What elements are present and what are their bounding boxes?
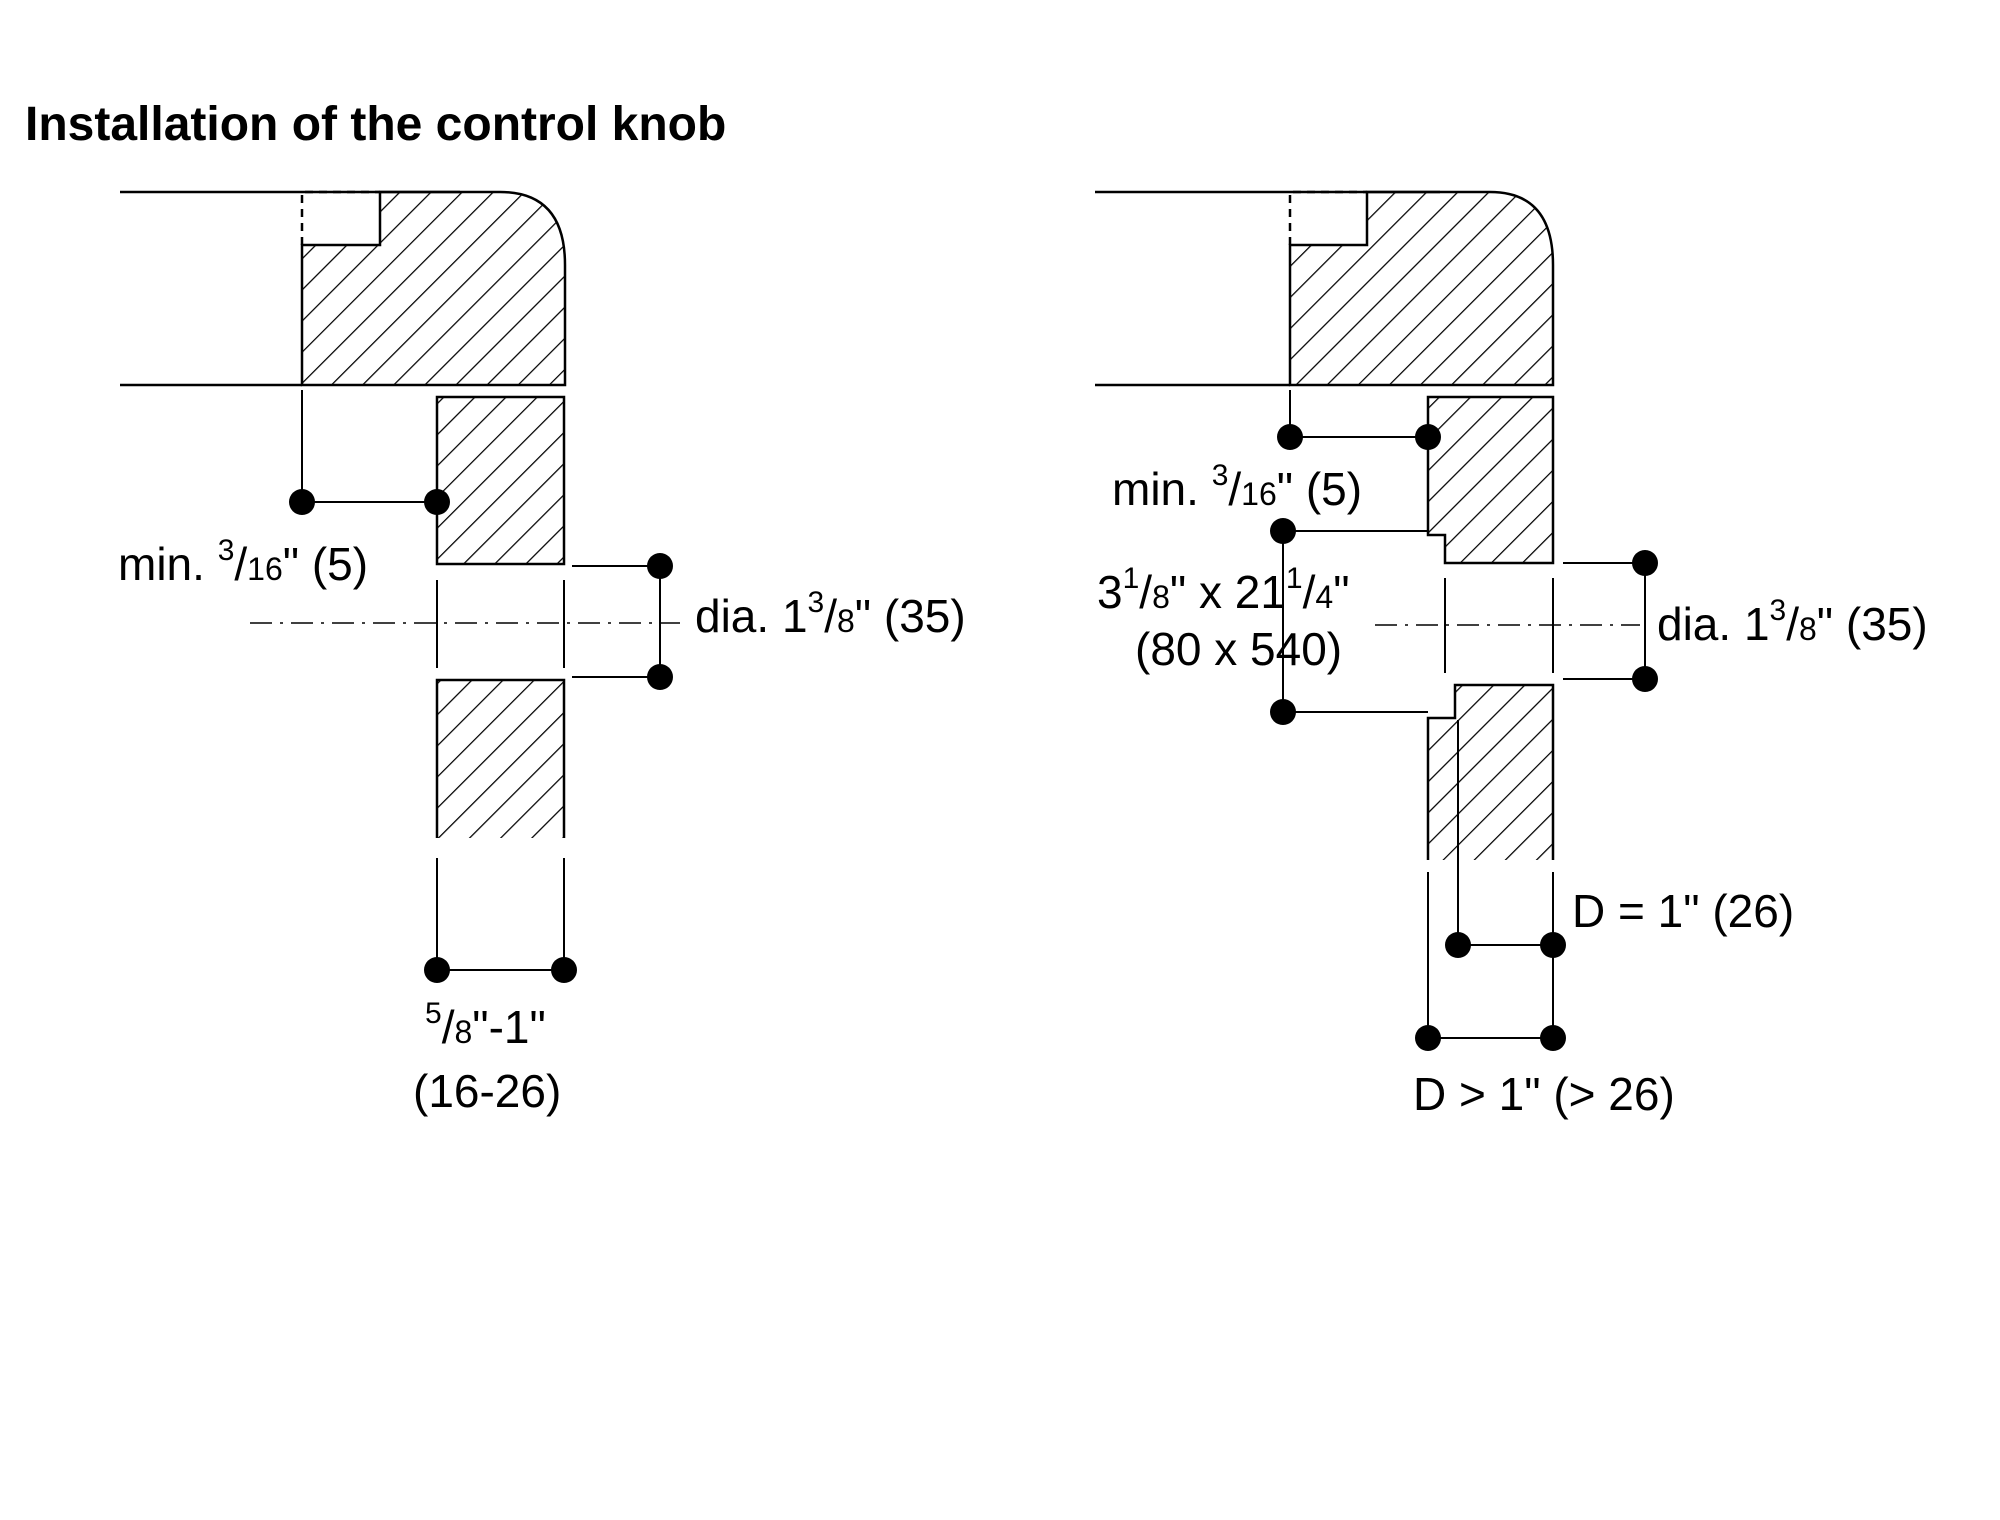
dim-dot — [1445, 932, 1471, 958]
min-clearance-label: min. 3/16" (5) — [1112, 459, 1362, 515]
dim-dot — [1415, 1025, 1441, 1051]
dim-dot — [424, 957, 450, 983]
frame-block — [1288, 190, 1555, 387]
front-panel-lower-outline — [1426, 683, 1555, 860]
dim-dot — [1277, 424, 1303, 450]
dim-dot — [1270, 518, 1296, 544]
dim-dot — [1270, 699, 1296, 725]
d-greater-label: D > 1" (> 26) — [1413, 1068, 1675, 1120]
dim-dot — [424, 489, 450, 515]
recess-dashed-outline — [300, 190, 380, 245]
right-figure: min. 3/16" (5) 31/8" x 211/4" (80 x 540)… — [1095, 190, 1928, 1120]
thickness-label-line2: (16-26) — [413, 1065, 561, 1117]
d-equal-label: D = 1" (26) — [1572, 885, 1794, 937]
diameter-label: dia. 13/8" (35) — [695, 586, 966, 642]
dim-dot — [1632, 666, 1658, 692]
left-figure: min. 3/16" (5) dia. 13/8" (35) 5/8"-1" (… — [118, 190, 966, 1117]
thickness-label-line1: 5/8"-1" — [425, 997, 546, 1053]
page-title: Installation of the control knob — [25, 98, 726, 151]
dim-dot — [1415, 424, 1441, 450]
dim-dot — [289, 489, 315, 515]
dim-dot — [551, 957, 577, 983]
front-panel-lower — [437, 680, 564, 838]
frame-block — [300, 190, 567, 387]
cutout-label-line2: (80 x 540) — [1135, 623, 1342, 675]
front-panel-lower — [1428, 685, 1553, 860]
recess-dashed-outline — [1288, 190, 1367, 245]
dim-dot — [647, 664, 673, 690]
cutout-label-line1: 31/8" x 211/4" — [1097, 562, 1350, 618]
front-panel-upper — [435, 395, 566, 566]
min-clearance-label: min. 3/16" (5) — [118, 534, 368, 590]
dim-dot — [1540, 1025, 1566, 1051]
front-panel-upper — [1426, 395, 1555, 565]
dim-dot — [647, 553, 673, 579]
diameter-label: dia. 13/8" (35) — [1657, 594, 1928, 650]
dim-dot — [1632, 550, 1658, 576]
front-panel-lower-outline — [435, 678, 566, 838]
dim-dot — [1540, 932, 1566, 958]
